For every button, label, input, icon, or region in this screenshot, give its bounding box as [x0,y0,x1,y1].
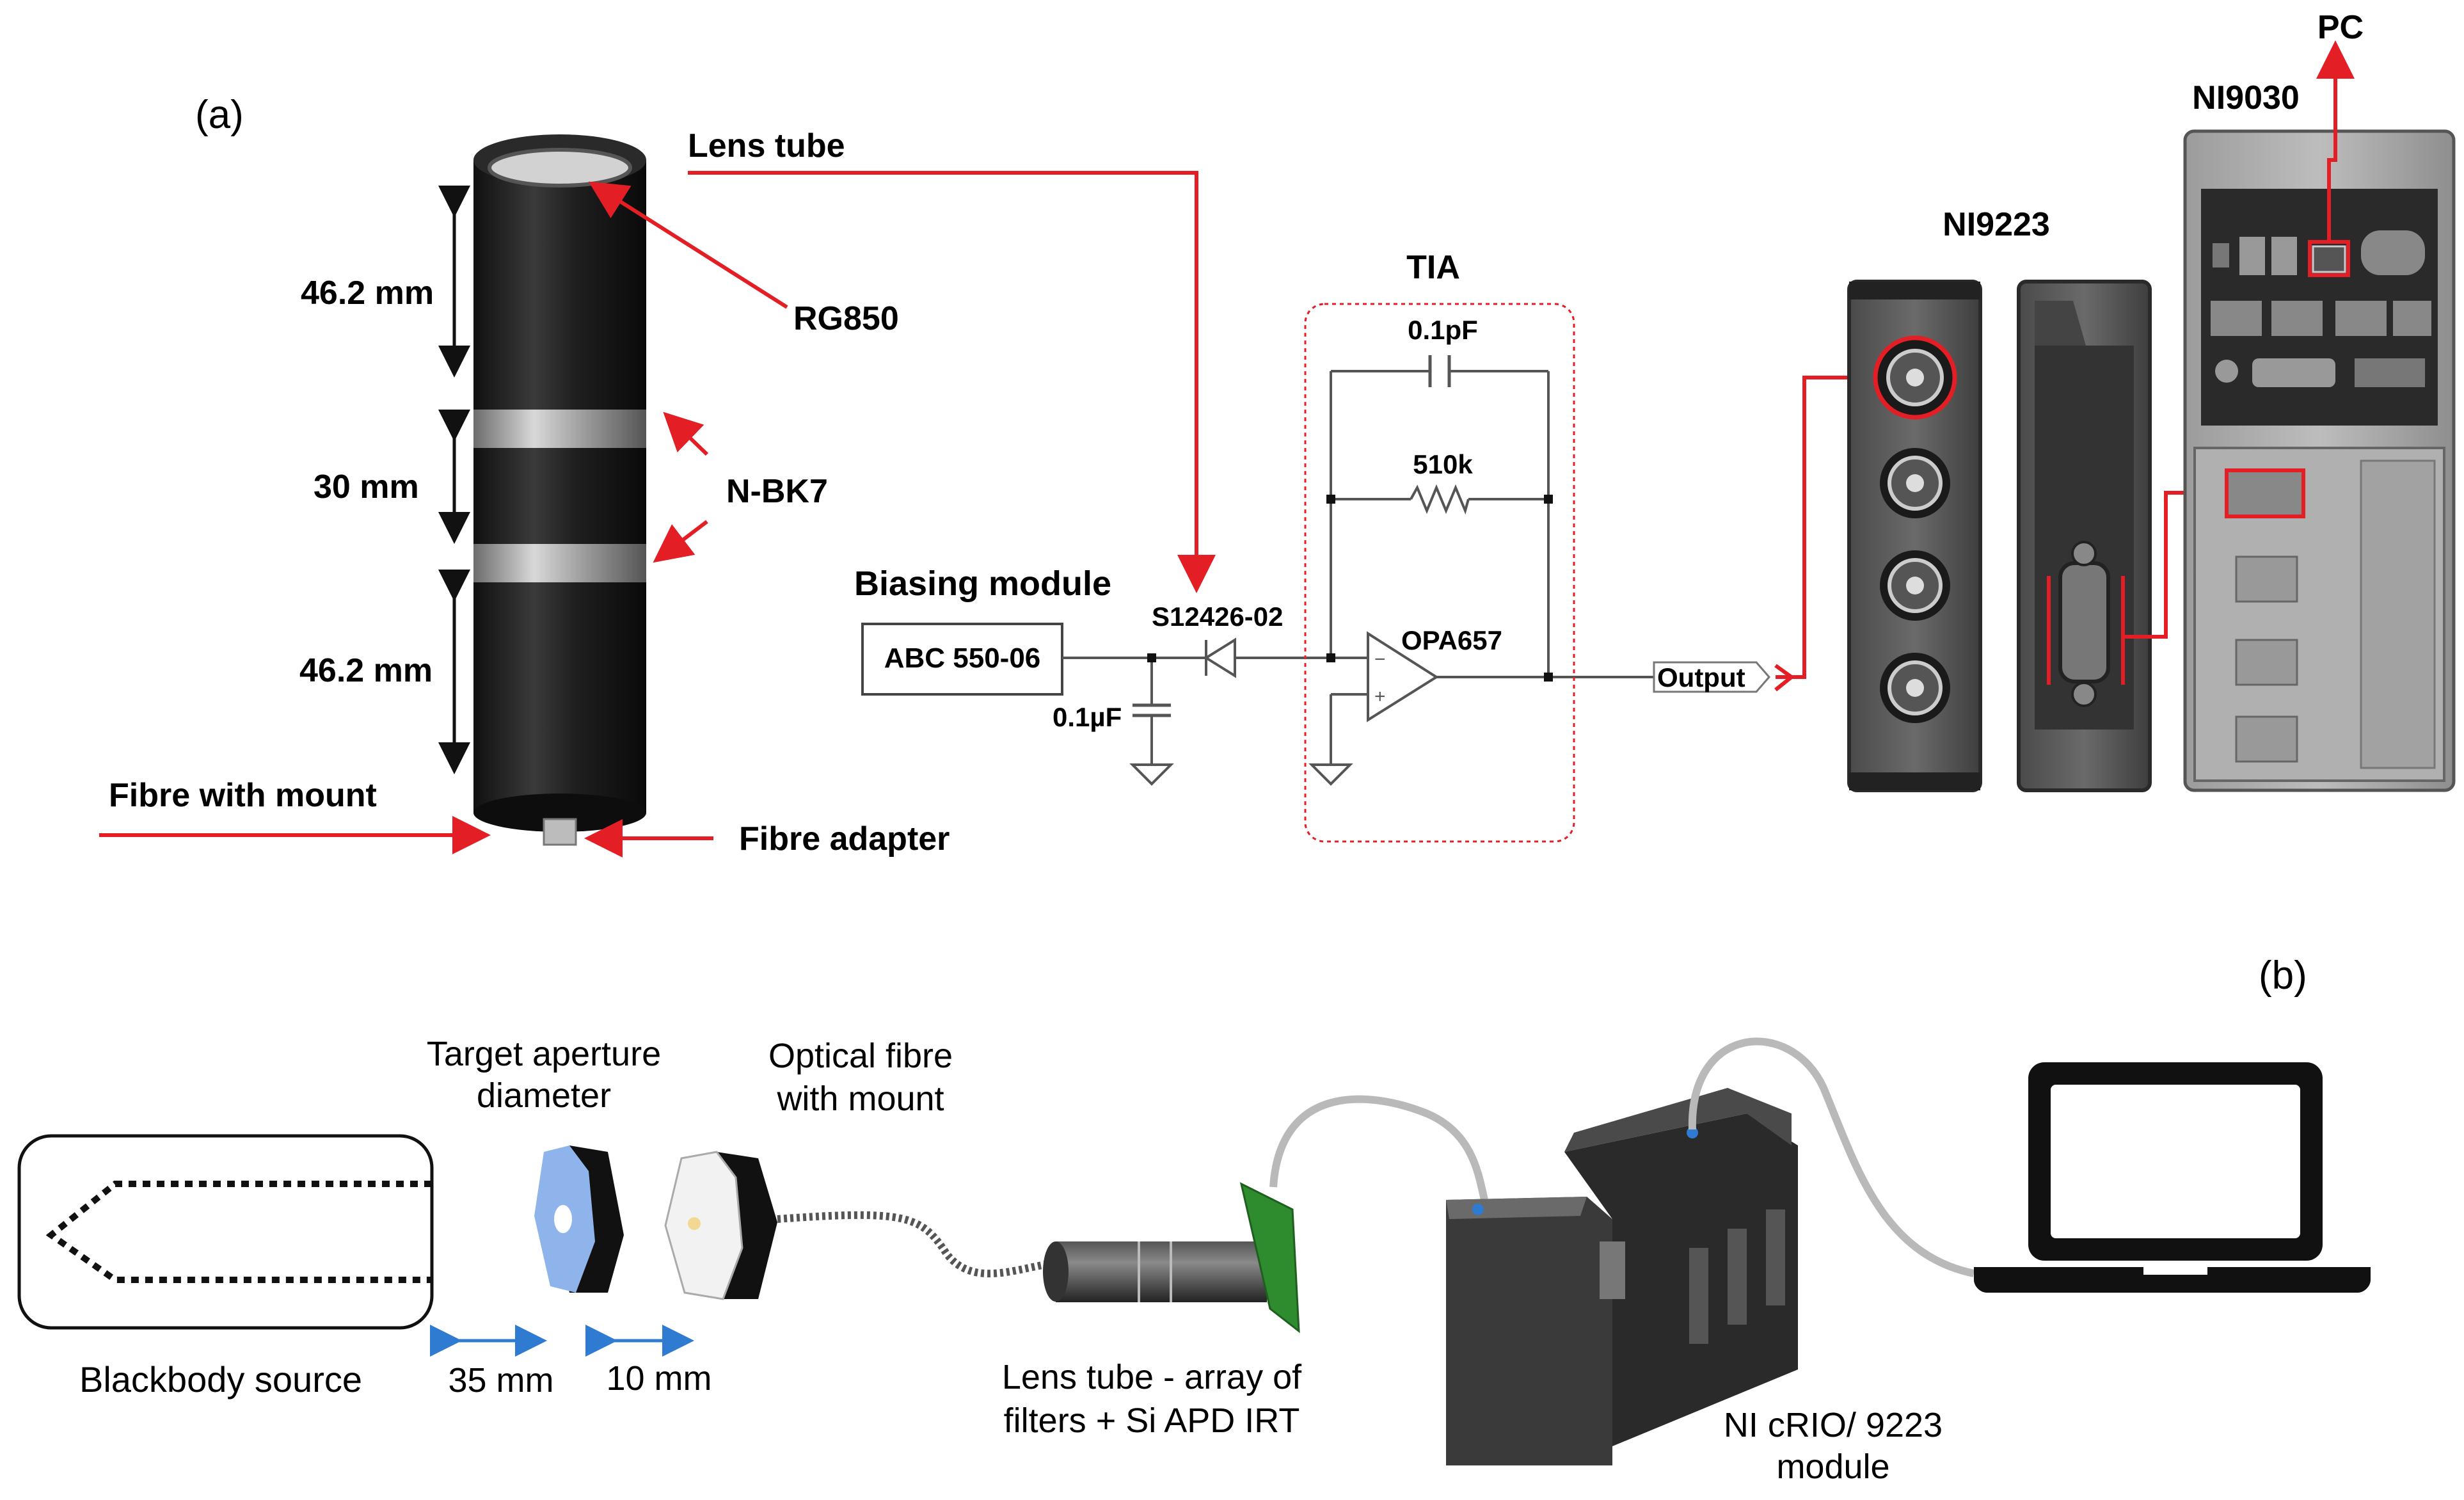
ni9223-label: NI9223 [1943,206,2050,243]
rg850-pointer [588,181,788,309]
lens-tube-assembly [473,134,646,846]
tia-label: TIA [1406,249,1460,286]
ni9223-rear-notch-top [2035,301,2086,346]
pcb-board [1239,1182,1300,1334]
panel-a-label: (a) [195,93,244,137]
bias-capacitor-value: 0.1µF [1053,702,1122,732]
circuit-junctions [1147,495,1553,682]
photodiode-label: S12426-02 [1152,602,1284,632]
dsub-screw-bottom [2071,682,2097,707]
aperture-label-line1: Target aperture [427,1035,661,1073]
lens-tube-segment-middle [473,448,646,544]
ni-crio-module [1446,1088,1798,1465]
lens-tube-horizontal [1043,1241,1267,1302]
output-flag [1653,661,1770,693]
blackbody-source-box [17,1134,434,1330]
ni9223-bnc-connectors [1873,335,1957,723]
optical-fibre-cable [777,1211,1050,1278]
lens-tube-caption-line1: Lens tube - array of [1002,1358,1302,1396]
cable-crio-to-laptop [1688,1037,1975,1277]
fibre-mount-label: Fibre with mount [109,777,377,814]
ground-symbol-icon [1308,763,1353,786]
tia-boundary [1304,303,1575,843]
feedback-resistor [1410,484,1470,515]
lens-tube-label: Lens tube [688,127,845,164]
lens-tube-segment-bottom [473,582,646,813]
dsub-screw-top [2071,541,2097,566]
fibre-label-line2: with mount [776,1080,944,1118]
blackbody-label: Blackbody source [79,1359,362,1400]
opamp-symbol [1367,631,1439,722]
biasing-module-label: Biasing module [854,564,1111,603]
biasing-module-part: ABC 550-06 [884,642,1041,674]
feedback-resistor-value: 510k [1413,449,1473,479]
nbk7-band-upper [473,410,646,448]
cable-pcb-to-crio [1269,1095,1488,1201]
opamp-minus: − [1374,649,1386,670]
nbk7-pointer-lower [653,520,708,563]
lens-tube-caption-line2: filters + Si APD IRT [1004,1401,1300,1440]
feedback-capacitor-value: 0.1pF [1408,315,1478,345]
ni9030-label: NI9030 [2192,79,2300,116]
fibre-mount [664,1151,777,1300]
fibre-label-line1: Optical fibre [768,1037,953,1075]
dsub-port-icon[interactable] [2058,561,2110,683]
feedback-capacitor [1428,355,1451,387]
photodiode-symbol [1204,637,1236,678]
output-arrow-tip [1774,664,1795,692]
lens-tube-signal-line [688,171,1216,593]
dim-bottom-label: 46.2 mm [299,652,433,689]
nbk7-pointer-upper [663,411,709,456]
distance-35-label: 35 mm [448,1361,553,1400]
pc-connection-line [2316,40,2355,242]
nbk7-label: N-BK7 [726,473,828,510]
nbk7-band-lower [473,544,646,582]
blackbody-cavity [45,1181,432,1283]
fibre-adapter-stub [543,818,577,846]
fibre-adapter-label: Fibre adapter [739,820,950,858]
dim-top-label: 46.2 mm [301,275,434,312]
rg850-label: RG850 [793,300,899,337]
crio-caption-line2: module [1776,1448,1889,1486]
crio-caption-line1: NI cRIO/ 9223 [1724,1406,1943,1444]
ni9223-cap-bottom [1849,772,1980,790]
opamp-label: OPA657 [1401,625,1502,655]
ni9223-cap-top [1849,282,1980,299]
ni9030-dsub-highlight[interactable] [2225,468,2305,518]
biasing-module-box [861,623,1063,696]
ground-symbol-icon [1129,763,1174,786]
target-aperture [534,1145,624,1293]
bias-capacitor [1133,703,1171,717]
pc-label: PC [2317,9,2364,46]
rg850-filter-window [488,148,632,188]
opamp-plus: + [1374,686,1386,707]
distance-10-label: 10 mm [606,1359,711,1398]
ni9030-ports [2211,230,2431,387]
panel-b-label: (b) [2259,953,2307,998]
laptop-icon [1974,1062,2371,1293]
lens-tube-segment-top [473,160,646,410]
dim-middle-label: 30 mm [314,468,419,506]
aperture-label-line2: diameter [477,1076,611,1115]
output-label: Output [1657,662,1745,692]
